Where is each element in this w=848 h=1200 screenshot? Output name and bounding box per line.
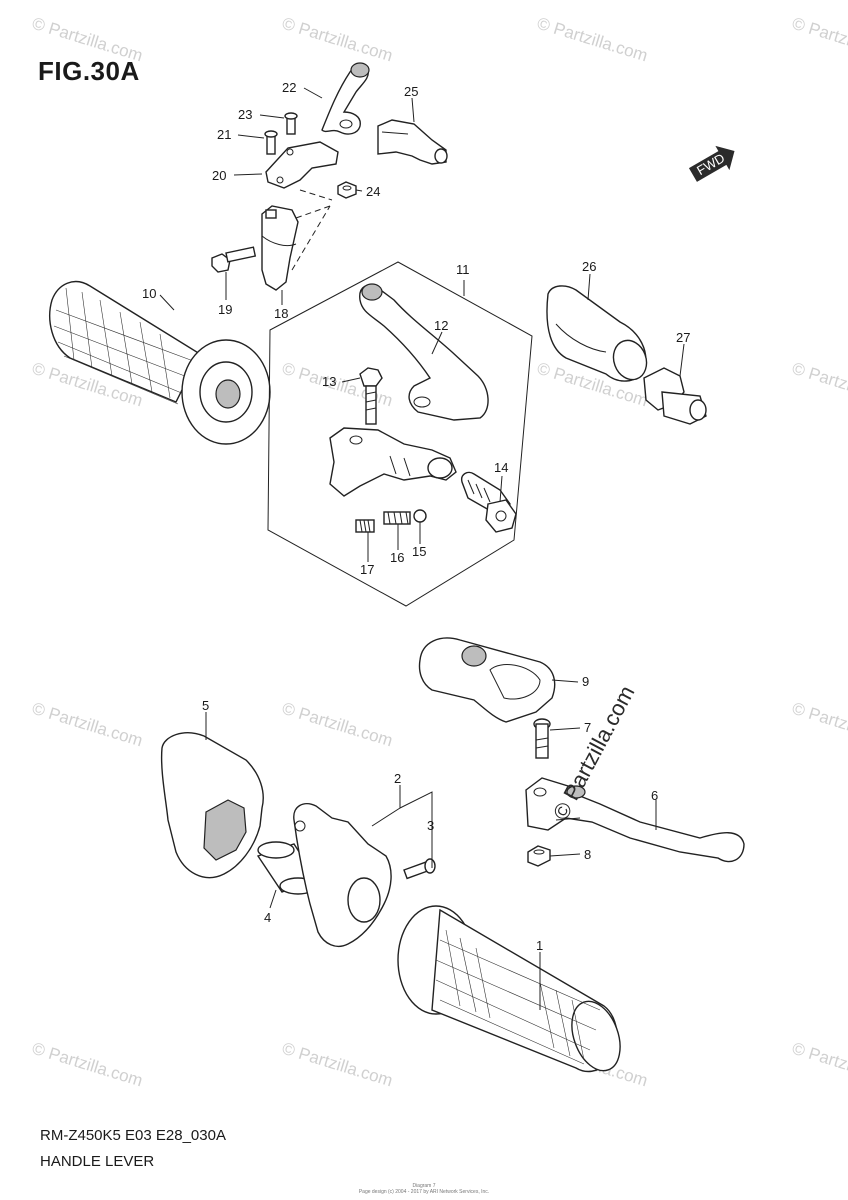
part-22-hot-start-lever	[321, 62, 370, 135]
callout-7: 7	[584, 720, 591, 735]
part-8-nut	[527, 845, 551, 867]
callout-5: 5	[202, 698, 209, 713]
callout-11: 11	[456, 262, 470, 277]
part-26-lever-cover	[546, 285, 648, 382]
part-19-bolt	[211, 246, 257, 273]
callout-1: 1	[536, 938, 543, 953]
part-7-pivot-bolt	[533, 718, 551, 759]
part-2-throttle-housing	[293, 802, 392, 948]
callout-20: 20	[212, 168, 226, 183]
part-3-screw	[403, 858, 436, 880]
copyright-notice: Diagram 7 Page design (c) 2004 - 2017 by…	[0, 1183, 848, 1195]
part-23-screw	[284, 112, 298, 135]
figure-title: FIG.30A	[38, 56, 140, 86]
callout-25: 25	[404, 84, 418, 99]
callout-16: 16	[390, 550, 404, 565]
section-name: HANDLE LEVER	[40, 1153, 155, 1170]
part-5-throttle-housing-cover	[160, 732, 264, 879]
part-24-nut	[337, 181, 357, 199]
callout-23: 23	[238, 107, 252, 122]
part-6-brake-lever	[525, 777, 745, 863]
callout-26: 26	[582, 259, 596, 274]
callout-17: 17	[360, 562, 374, 577]
leader-lines	[159, 87, 685, 1010]
part-25-cable-holder	[377, 119, 448, 165]
part-10-left-grip	[49, 281, 271, 445]
callout-6: 6	[651, 788, 658, 803]
callout-13: 13	[322, 374, 336, 389]
part-12-clutch-lever	[359, 283, 489, 421]
part-13-pivot-bolt	[359, 367, 383, 425]
part-clutch-perch	[329, 427, 457, 497]
callout-3: 3	[427, 818, 434, 833]
callout-10: 10	[142, 286, 156, 301]
copyright-line-2: Page design (c) 2004 - 2017 by ARI Netwo…	[358, 1189, 490, 1195]
callout-27: 27	[676, 330, 690, 345]
part-21-screw	[264, 130, 278, 155]
callout-21: 21	[217, 127, 231, 142]
assembly-line	[295, 205, 331, 219]
part-18-clamp	[261, 205, 299, 291]
assembly-line	[299, 189, 333, 201]
callout-2: 2	[394, 771, 401, 786]
callout-14: 14	[494, 460, 508, 475]
callout-18: 18	[274, 306, 288, 321]
part-9-brake-lever-cover	[418, 637, 556, 723]
callout-24: 24	[366, 184, 380, 199]
part-20-bracket	[265, 141, 339, 189]
callout-numbers: 22 23 21 20 25 24 10 19 18 11 12 13 14 1…	[142, 80, 690, 953]
part-16-spring	[383, 511, 411, 525]
part-27-cable-adjuster	[643, 367, 707, 425]
callout-19: 19	[218, 302, 232, 317]
part-17-spring	[355, 519, 375, 533]
callout-4: 4	[264, 910, 271, 925]
part-1-throttle-grip	[397, 905, 621, 1073]
callout-9: 9	[582, 674, 589, 689]
callout-15: 15	[412, 544, 426, 559]
part-15-ball	[413, 509, 427, 523]
copyright-line-1: Diagram 7	[412, 1183, 436, 1189]
assembly-line	[291, 205, 331, 271]
fwd-arrow-badge: FWD	[688, 145, 735, 182]
callout-8: 8	[584, 847, 591, 862]
part-14-adjuster	[460, 471, 517, 533]
callout-12: 12	[434, 318, 448, 333]
model-code: RM-Z450K5 E03 E28_030A	[40, 1127, 226, 1144]
callout-22: 22	[282, 80, 296, 95]
assembly-boundary	[267, 261, 533, 607]
